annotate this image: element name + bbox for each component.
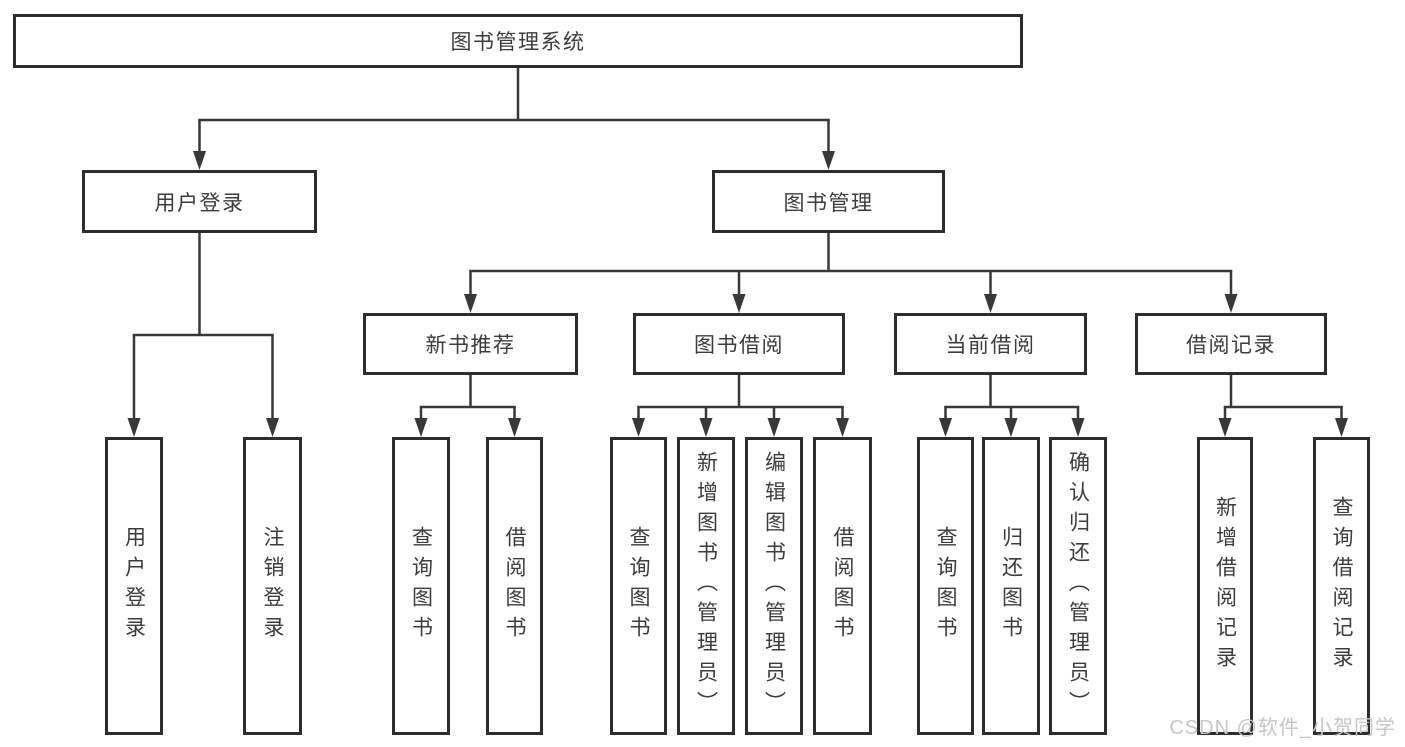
node-label: 借阅图书 [831, 526, 854, 646]
node-label: 借阅图书 [503, 526, 526, 646]
node-borrowing-edit-books-admin: 编辑图书（管理员） [745, 437, 803, 735]
node-label: 查询图书 [934, 526, 957, 646]
node-label: 图书管理系统 [450, 31, 586, 54]
node-records-add-borrow-record: 新增借阅记录 [1197, 437, 1253, 735]
node-current-query-books: 查询图书 [917, 437, 974, 735]
node-book-management: 图书管理 [712, 170, 945, 233]
csdn-watermark: CSDN @软件_小贺同学 [1169, 717, 1396, 739]
node-label: 编辑图书（管理员） [762, 451, 786, 721]
node-user-login: 用户登录 [82, 170, 317, 233]
node-label: 用户登录 [122, 526, 146, 646]
node-label: 图书借阅 [694, 334, 784, 357]
node-label: 确认归还（管理员） [1066, 451, 1090, 721]
node-leaf-user-login: 用户登录 [105, 437, 163, 735]
node-borrowing-query-books: 查询图书 [610, 437, 667, 735]
node-label: 图书管理 [783, 191, 874, 215]
node-current-return-books: 归还图书 [982, 437, 1040, 735]
node-label: 查询图书 [627, 526, 650, 646]
node-library-management-system: 图书管理系统 [13, 14, 1023, 68]
node-recommend-query-books: 查询图书 [392, 437, 450, 735]
node-label: 借阅记录 [1186, 334, 1276, 357]
node-recommend-borrow-books: 借阅图书 [486, 437, 543, 735]
node-label: 新书推荐 [425, 334, 516, 357]
node-label: 新增图书（管理员） [694, 451, 718, 721]
node-book-borrowing: 图书借阅 [633, 313, 845, 375]
node-records-query-borrow-record: 查询借阅记录 [1313, 437, 1370, 735]
node-label: 注销登录 [261, 526, 284, 646]
node-label: 归还图书 [999, 526, 1023, 646]
node-borrowing-records: 借阅记录 [1135, 313, 1327, 375]
node-label: 查询图书 [409, 526, 433, 646]
node-label: 用户登录 [154, 191, 245, 215]
node-label: 新增借阅记录 [1213, 496, 1237, 676]
node-current-borrowing: 当前借阅 [894, 313, 1087, 375]
node-borrowing-borrow-books: 借阅图书 [813, 437, 872, 735]
node-current-confirm-return-admin: 确认归还（管理员） [1049, 437, 1107, 735]
node-label: 当前借阅 [945, 334, 1036, 357]
node-leaf-logout: 注销登录 [243, 437, 302, 735]
node-new-book-recommendation: 新书推荐 [363, 313, 578, 375]
node-label: 查询借阅记录 [1330, 496, 1353, 676]
node-borrowing-add-books-admin: 新增图书（管理员） [677, 437, 735, 735]
